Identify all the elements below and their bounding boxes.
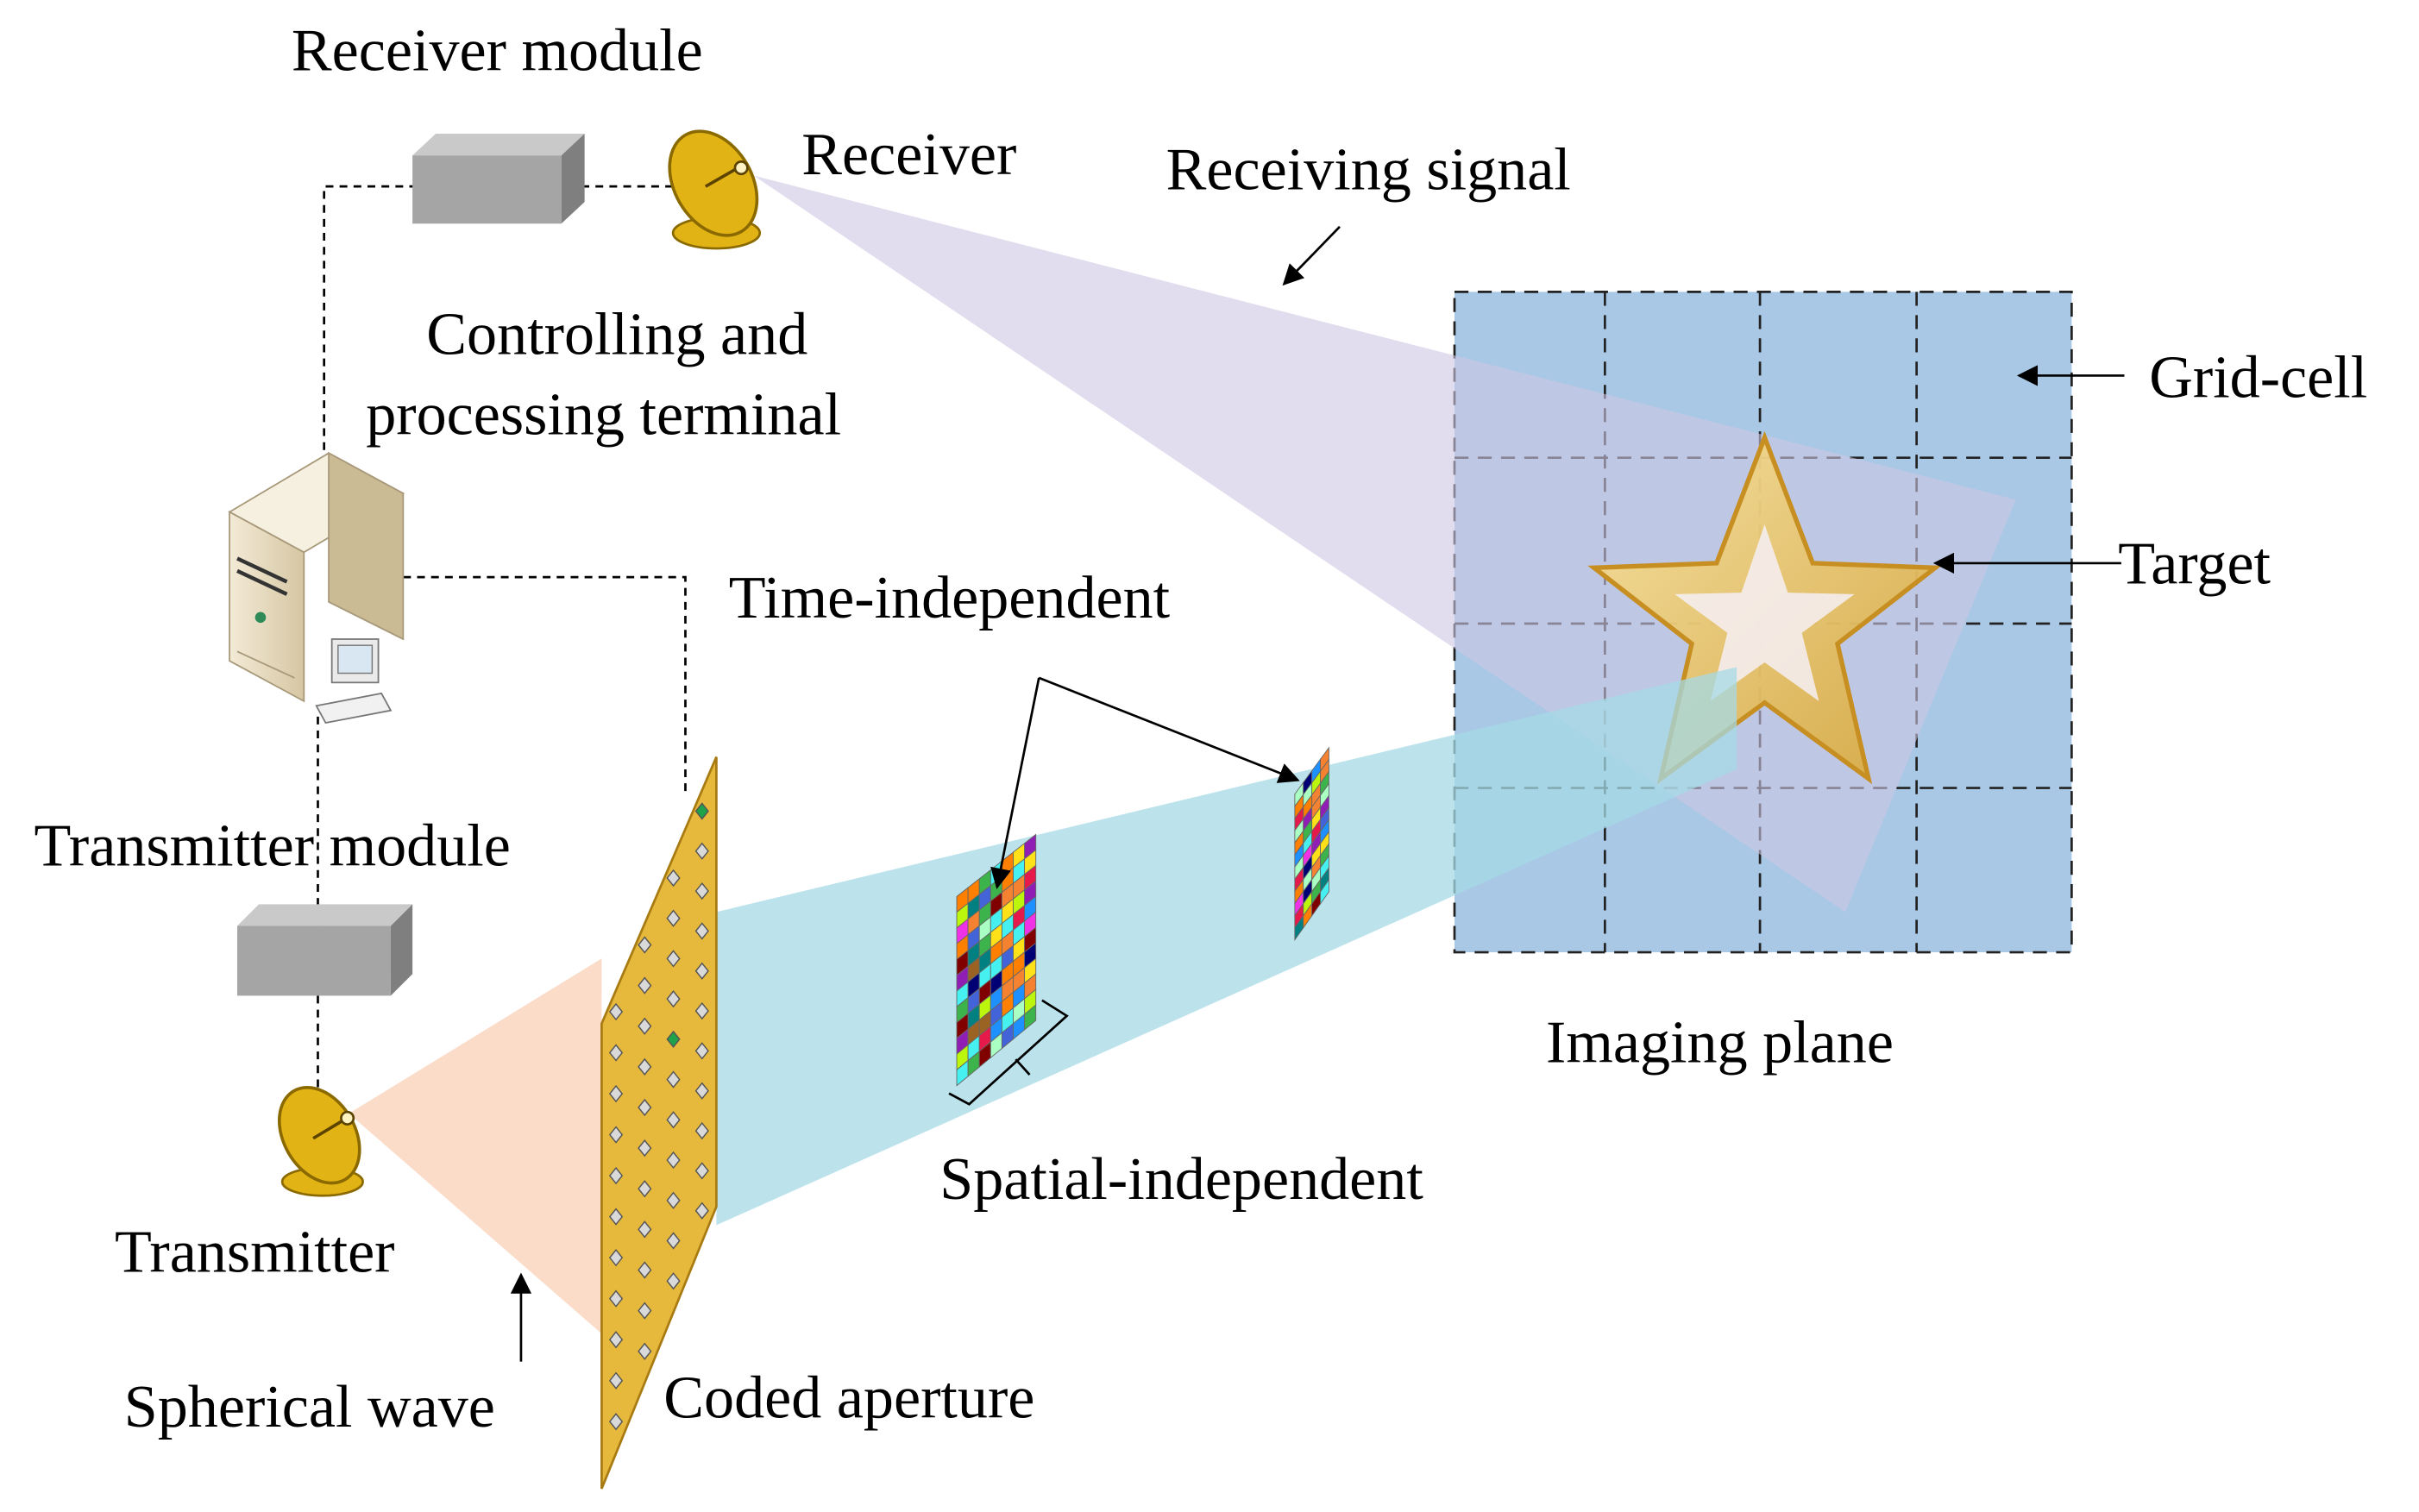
aperture-cell <box>638 1302 652 1320</box>
aperture-cell <box>666 1030 681 1049</box>
aperture-cell <box>666 1191 681 1209</box>
aperture-cell <box>608 1208 624 1226</box>
aperture-cell <box>638 936 652 954</box>
time-independent-arrow-near <box>990 677 1040 889</box>
aperture-cell <box>608 1331 624 1349</box>
aperture-cell <box>694 842 709 860</box>
aperture-cell <box>694 1201 709 1220</box>
aperture-cell <box>608 1002 624 1021</box>
coded-aperture-panel <box>600 756 718 1490</box>
label-transmitter: Transmitter <box>115 1219 395 1285</box>
aperture-cell <box>608 1126 624 1144</box>
aperture-cell <box>694 1121 709 1140</box>
label-target: Target <box>2118 530 2271 597</box>
aperture-cell <box>638 1342 652 1360</box>
aperture-cell <box>666 1070 681 1089</box>
aperture-cell <box>638 976 652 994</box>
star-icon <box>1587 430 1942 785</box>
aperture-cell <box>638 1057 652 1076</box>
label-grid-cell: Grid-cell <box>2149 345 2367 411</box>
aperture-cell <box>694 922 709 940</box>
satellite-dish-icon <box>277 1086 364 1197</box>
aperture-cell <box>608 1084 624 1103</box>
aperture-cells <box>608 802 709 1431</box>
aperture-cell <box>694 1082 709 1100</box>
label-coded-aperture: Coded aperture <box>663 1365 1034 1431</box>
aperture-cell <box>608 1249 624 1267</box>
aperture-cell <box>638 1139 652 1158</box>
aperture-cell <box>666 1232 681 1250</box>
aperture-cell <box>694 1162 709 1180</box>
computer-tower-icon <box>228 451 405 725</box>
spatial-bracket-tick <box>1015 1058 1031 1076</box>
labels: Receiver module Receiver Receiving signa… <box>35 17 2368 1440</box>
label-spherical-wave: Spherical wave <box>124 1374 495 1440</box>
aperture-cell <box>694 1001 709 1020</box>
aperture-cell <box>666 990 681 1008</box>
time-independent-arrow-far <box>1038 676 1300 783</box>
satellite-dish-icon <box>668 129 762 250</box>
label-terminal-line2: processing terminal <box>366 382 841 449</box>
arrows <box>510 225 2125 1362</box>
label-imaging-plane: Imaging plane <box>1546 1010 1894 1076</box>
label-receiving-signal: Receiving signal <box>1166 137 1571 204</box>
mosaic-cell <box>1320 878 1329 906</box>
mosaic-far <box>1294 746 1329 942</box>
aperture-cell <box>608 1371 624 1390</box>
transmitter-module-box <box>237 904 413 996</box>
aperture-cell <box>666 1151 681 1170</box>
aperture-cell <box>608 1413 624 1431</box>
label-receiver: Receiver <box>801 122 1016 188</box>
aperture-cell <box>694 1042 709 1060</box>
mosaic-cell <box>1024 1004 1037 1031</box>
receiver-module-box <box>412 134 585 224</box>
aperture-cell <box>666 1272 681 1290</box>
aperture-cell <box>694 881 709 900</box>
aperture-cell <box>638 1098 652 1117</box>
aperture-cell <box>638 1261 652 1279</box>
time-independent-pattern <box>1294 746 1329 942</box>
label-transmitter-module: Transmitter module <box>35 812 511 879</box>
label-time-independent: Time-independent <box>729 565 1171 631</box>
aperture-cell <box>638 1220 652 1239</box>
transmit-beam <box>349 958 602 1334</box>
aperture-cell <box>666 950 681 968</box>
label-receiver-module: Receiver module <box>292 17 703 84</box>
scatter-beam <box>716 667 1737 1226</box>
aperture-cell <box>666 909 681 927</box>
aperture-cell <box>694 802 709 820</box>
aperture-cell <box>608 1044 624 1062</box>
aperture-cell <box>638 1017 652 1035</box>
receiving-signal-arrow <box>1282 225 1341 286</box>
aperture-cell <box>608 1289 624 1308</box>
label-terminal-line1: Controlling and <box>426 301 807 367</box>
aperture-cell <box>608 1166 624 1185</box>
aperture-cell <box>694 962 709 980</box>
connection-lines <box>317 185 687 1091</box>
aperture-cell <box>666 1111 681 1129</box>
aperture-cell <box>638 1180 652 1198</box>
spatial-bracket <box>948 999 1069 1106</box>
label-spatial-independent: Spatial-independent <box>939 1146 1423 1213</box>
aperture-cell <box>666 869 681 888</box>
